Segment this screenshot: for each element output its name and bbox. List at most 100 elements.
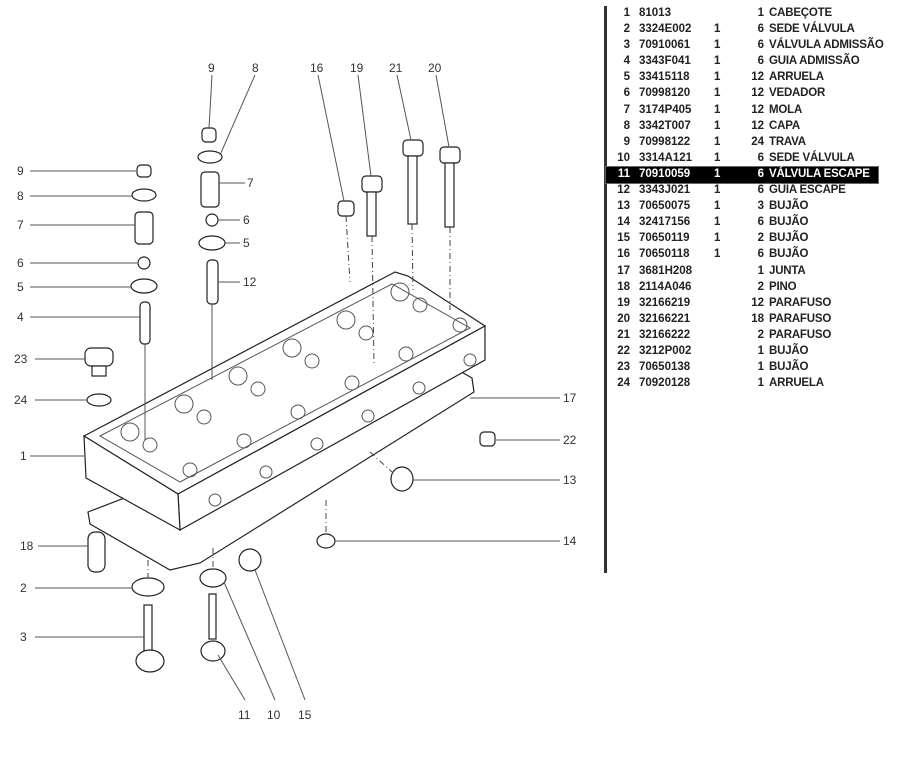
bolt-20-head [439, 146, 461, 164]
washer-5-left [130, 278, 158, 294]
part-code: 3681H208 [639, 264, 693, 277]
callout: 5 [243, 236, 250, 250]
part-assembly-qty: 1 [714, 167, 721, 180]
plug-22 [479, 431, 496, 447]
part-number: 20 [617, 312, 630, 325]
intake-valve-3-stem [143, 604, 153, 656]
part-number: 17 [617, 264, 630, 277]
part-description: VEDADOR [769, 87, 826, 100]
part-description: SEDE VÁLVULA [769, 23, 855, 36]
callout: 22 [563, 433, 577, 447]
part-assembly-qty: 1 [714, 135, 721, 148]
part-quantity: 1 [757, 344, 764, 357]
part-code: 32166221 [639, 312, 691, 325]
head-hole [120, 422, 140, 442]
head-hole [463, 353, 477, 367]
callout: 5 [17, 280, 24, 294]
part-code: 70650119 [639, 232, 690, 245]
head-hole [196, 409, 212, 425]
part-number: 18 [617, 280, 630, 293]
callout: 23 [14, 352, 28, 366]
bolt-19-shank [366, 191, 377, 237]
part-code: 70650075 [639, 200, 691, 213]
part-number: 22 [617, 344, 630, 357]
head-hole [398, 346, 414, 362]
part-number: 5 [623, 71, 630, 84]
head-hole [290, 404, 306, 420]
seal-6-left [137, 256, 151, 270]
part-description: VÁLVULA ADMISSÃO [769, 39, 884, 52]
plug-14 [316, 533, 336, 549]
head-hole [182, 462, 198, 478]
part-number: 9 [623, 135, 630, 148]
washer-5-right [198, 235, 226, 251]
cylinder-head [82, 271, 487, 571]
head-hole [310, 437, 324, 451]
part-number: 1 [623, 7, 630, 19]
part-assembly-qty: 1 [714, 23, 721, 36]
plug-23 [84, 347, 114, 367]
head-hole [208, 493, 222, 507]
spring-7-right [200, 171, 220, 208]
part-assembly-qty: 1 [714, 184, 721, 197]
list-separator [604, 6, 607, 573]
part-number: 14 [617, 216, 630, 229]
callout: 12 [243, 275, 257, 289]
intake-valve-3-head [135, 649, 165, 673]
part-quantity: 12 [751, 119, 764, 132]
part-number: 23 [617, 361, 630, 374]
valve-lock-9-left [136, 164, 152, 178]
part-quantity: 6 [757, 39, 764, 52]
bolt-21-head [402, 139, 424, 157]
head-hole [412, 297, 428, 313]
callout: 4 [17, 310, 24, 324]
part-quantity: 1 [757, 361, 764, 374]
exhaust-valve-11-stem [208, 593, 217, 640]
part-assembly-qty: 1 [714, 151, 721, 164]
part-number: 16 [617, 248, 630, 261]
valve-seat-10 [199, 568, 227, 588]
part-quantity: 2 [757, 232, 764, 245]
callout: 18 [20, 539, 34, 553]
part-quantity: 12 [751, 103, 764, 116]
head-hole [228, 366, 248, 386]
callout: 13 [563, 473, 577, 487]
head-hole [412, 381, 426, 395]
spring-cap-8-right [197, 150, 223, 164]
part-description: PARAFUSO [769, 312, 832, 325]
head-hole [250, 381, 266, 397]
part-code: 81013 [639, 7, 671, 19]
part-code: 70998122 [639, 135, 691, 148]
part-assembly-qty: 1 [714, 248, 721, 261]
spring-cap-8-left [131, 188, 157, 202]
part-code: 3314A121 [639, 151, 693, 164]
part-description: CAPA [769, 119, 800, 132]
exploded-diagram: 9 8 7 6 5 4 23 24 1 18 2 3 9 8 7 6 5 12 … [14, 61, 577, 722]
part-number: 3 [623, 39, 630, 52]
